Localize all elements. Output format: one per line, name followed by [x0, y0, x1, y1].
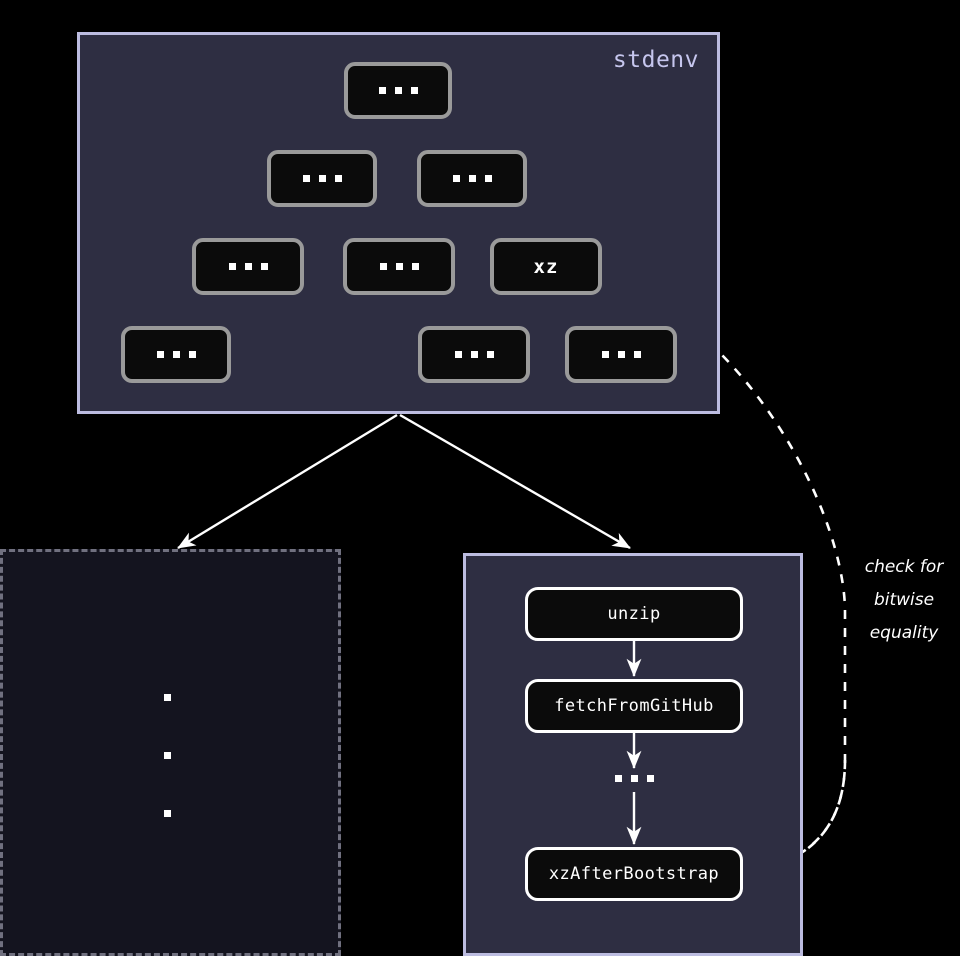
node-unzip[interactable]: unzip — [525, 587, 743, 641]
stdenv-node-l3-right[interactable] — [565, 326, 677, 383]
annotation-line-2: bitwise — [873, 590, 935, 610]
node-xzafterbootstrap[interactable]: xzAfterBootstrap — [525, 847, 743, 901]
stdenv-node-l2-mid[interactable] — [343, 238, 455, 295]
stdenv-node-xz-label: xz — [533, 255, 559, 278]
ellipsis-icon — [601, 351, 641, 358]
annotation-line-3: equality — [869, 623, 939, 643]
annotation-line-1: check for — [864, 557, 944, 577]
ellipsis-icon — [379, 263, 419, 270]
node-fetchfromgithub-label: fetchFromGitHub — [554, 696, 714, 716]
ellipsis-icon — [454, 351, 494, 358]
node-xzafterbootstrap-label: xzAfterBootstrap — [548, 864, 720, 884]
stdenv-node-l2-left[interactable] — [192, 238, 304, 295]
stdenv-node-xz[interactable]: xz — [490, 238, 602, 295]
stdenv-node-l1-right[interactable] — [417, 150, 527, 207]
stdenv-node-l1-left[interactable] — [267, 150, 377, 207]
right-panel-ellipsis — [609, 775, 659, 782]
ellipsis-icon — [378, 87, 418, 94]
ellipsis-icon — [452, 175, 492, 182]
node-fetchfromgithub[interactable]: fetchFromGitHub — [525, 679, 743, 733]
node-unzip-label: unzip — [607, 604, 661, 624]
stdenv-node-l3-mid[interactable] — [418, 326, 530, 383]
ellipsis-icon — [156, 351, 196, 358]
stdenv-panel-title: stdenv — [612, 47, 699, 73]
bitwise-equality-annotation: check for bitwise equality — [856, 551, 952, 650]
stdenv-node-root[interactable] — [344, 62, 452, 119]
vertical-ellipsis-icon — [164, 694, 171, 817]
ellipsis-icon — [302, 175, 342, 182]
stdenv-node-l3-left[interactable] — [121, 326, 231, 383]
ellipsis-icon — [228, 263, 268, 270]
ellipsis-icon — [614, 775, 654, 782]
panel-fanout-edges — [177, 413, 631, 550]
